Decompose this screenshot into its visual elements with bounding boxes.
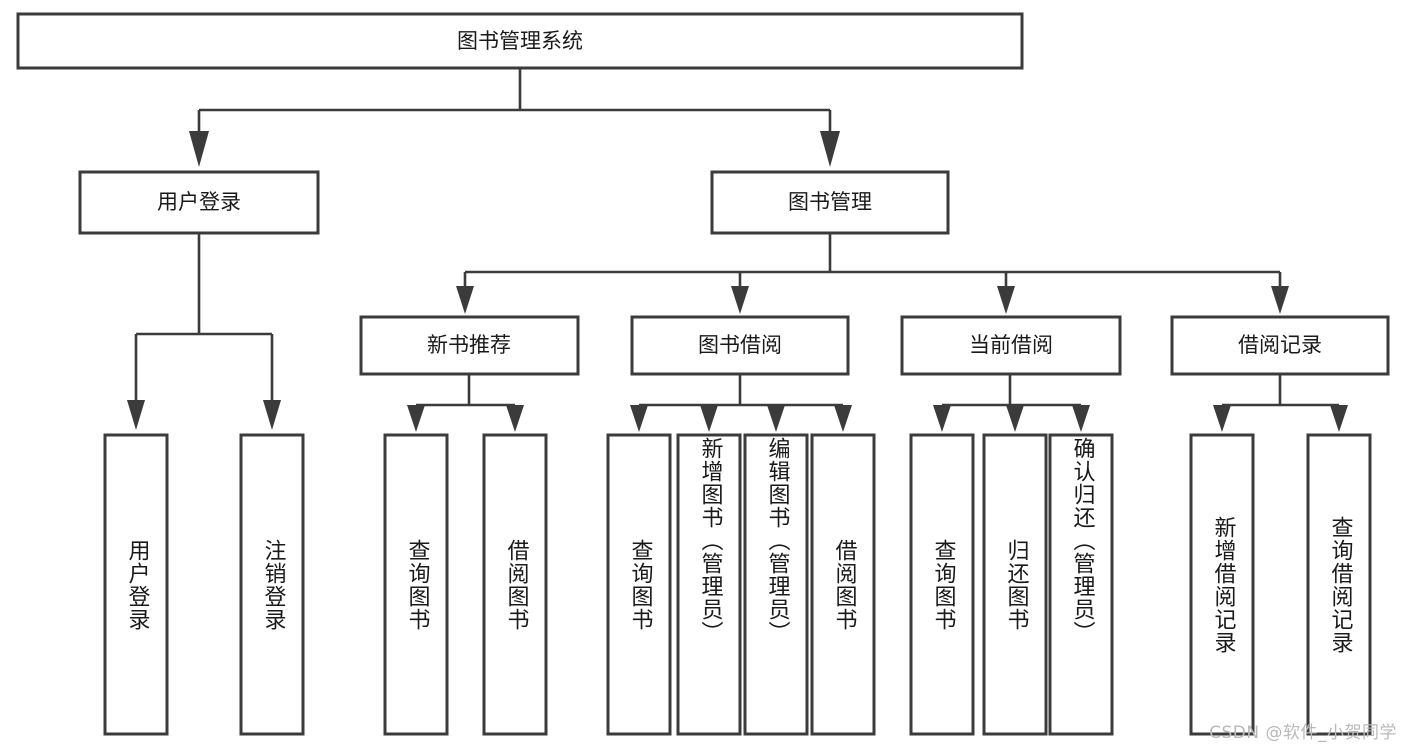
node-label-leaf-edit-book: 编辑图书（管理员） — [764, 437, 790, 644]
node-box-leaf-query-book-rec[interactable] — [383, 433, 449, 736]
node-box-book-mgmt[interactable] — [710, 170, 950, 235]
connector-group-user-login — [127, 233, 281, 430]
node-box-leaf-logout[interactable] — [239, 433, 305, 736]
leaf-label-wrap-add-record: 新增借阅记录 — [1191, 435, 1253, 734]
arrow-head-icon — [506, 405, 524, 432]
node-label-leaf-query-record: 查询借阅记录 — [1327, 515, 1353, 654]
node-root[interactable]: 图书管理系统 — [16, 12, 1024, 70]
leaf-label-wrap-confirm-return: 确认归还（管理员） — [1050, 437, 1112, 732]
arrow-head-icon — [1006, 405, 1024, 432]
connector-group-borrow-record — [1213, 374, 1348, 432]
node-box-leaf-add-book[interactable] — [676, 433, 742, 736]
arrow-head-icon — [933, 405, 951, 432]
node-label-leaf-confirm-return: 确认归还（管理员） — [1069, 437, 1095, 644]
node-level2-new-book[interactable]: 新书推荐 — [359, 315, 580, 376]
leaf-label-wrap-add-book: 新增图书（管理员） — [678, 437, 740, 732]
arrow-head-icon — [630, 405, 648, 432]
node-label-book-mgmt: 图书管理 — [788, 190, 872, 214]
arrow-head-icon — [1213, 405, 1231, 432]
connector-group-root — [189, 68, 840, 167]
node-box-borrow-record[interactable] — [1170, 315, 1390, 376]
node-box-user-login[interactable] — [78, 170, 320, 235]
node-label-leaf-return-book: 归还图书 — [1003, 538, 1029, 631]
node-level1-book-mgmt[interactable]: 图书管理 — [710, 170, 950, 235]
node-label-leaf-user-login: 用户登录 — [124, 538, 150, 631]
leaf-label-wrap-borrow-book-rec: 借阅图书 — [484, 435, 546, 734]
node-box-leaf-add-record[interactable] — [1189, 433, 1255, 736]
arrow-head-icon — [997, 286, 1015, 314]
leaf-label-wrap-query-record: 查询借阅记录 — [1308, 435, 1370, 734]
node-box-current-borrow[interactable] — [900, 315, 1122, 376]
leaf-label-wrap-logout: 注销登录 — [241, 435, 303, 734]
node-box-leaf-query-record[interactable] — [1306, 433, 1372, 736]
connector-group-current-borrow — [933, 374, 1090, 432]
leaf-label-wrap-edit-book: 编辑图书（管理员） — [745, 437, 807, 732]
node-box-leaf-edit-book[interactable] — [743, 433, 809, 736]
arrow-head-icon — [700, 405, 718, 432]
node-label-borrow-record: 借阅记录 — [1238, 333, 1322, 357]
node-label-leaf-add-book: 新增图书（管理员） — [697, 437, 723, 644]
arrow-head-icon — [189, 131, 209, 167]
leaf-label-wrap-query-book-borrow: 查询图书 — [608, 435, 670, 734]
node-box-leaf-borrow-book[interactable] — [810, 433, 876, 736]
node-box-leaf-confirm-return[interactable] — [1048, 433, 1114, 736]
node-label-leaf-borrow-book: 借阅图书 — [831, 538, 857, 631]
node-box-root[interactable] — [16, 12, 1024, 70]
arrow-head-icon — [767, 405, 785, 432]
arrow-head-icon — [127, 400, 145, 430]
node-label-leaf-borrow-book-rec: 借阅图书 — [503, 538, 529, 631]
node-label-leaf-add-record: 新增借阅记录 — [1210, 515, 1236, 654]
node-label-current-borrow: 当前借阅 — [969, 333, 1053, 357]
arrow-head-icon — [1330, 405, 1348, 432]
node-level2-book-borrow[interactable]: 图书借阅 — [630, 315, 850, 376]
arrow-head-icon — [820, 131, 840, 167]
node-label-leaf-query-book-borrow: 查询图书 — [627, 538, 653, 631]
node-label-new-book: 新书推荐 — [427, 333, 511, 357]
arrow-head-icon — [1271, 286, 1289, 314]
arrow-head-icon — [263, 400, 281, 430]
csdn-watermark: CSDN @软件_小贺同学 — [1209, 723, 1397, 743]
node-box-leaf-return-book[interactable] — [982, 433, 1048, 736]
node-label-leaf-query-book-rec: 查询图书 — [404, 538, 430, 631]
leaf-label-wrap-query-book-current: 查询图书 — [911, 435, 973, 734]
connector-group-book-borrow — [630, 374, 852, 432]
node-box-leaf-user-login[interactable] — [103, 433, 169, 736]
leaf-label-wrap-user-login: 用户登录 — [105, 435, 167, 734]
leaf-label-wrap-return-book: 归还图书 — [984, 435, 1046, 734]
arrow-head-icon — [407, 405, 425, 432]
node-box-new-book[interactable] — [359, 315, 580, 376]
node-box-leaf-query-book-borrow[interactable] — [606, 433, 672, 736]
node-level2-current-borrow[interactable]: 当前借阅 — [900, 315, 1122, 376]
node-level1-user-login[interactable]: 用户登录 — [78, 170, 320, 235]
arrow-head-icon — [834, 405, 852, 432]
arrow-head-icon — [1072, 405, 1090, 432]
node-label-user-login: 用户登录 — [157, 190, 241, 214]
node-box-leaf-query-book-current[interactable] — [909, 433, 975, 736]
node-box-leaf-borrow-book-rec[interactable] — [482, 433, 548, 736]
arrow-head-icon — [731, 286, 749, 314]
node-label-root: 图书管理系统 — [457, 29, 583, 53]
node-label-leaf-query-book-current: 查询图书 — [930, 538, 956, 631]
leaf-label-wrap-query-book-rec: 查询图书 — [385, 435, 447, 734]
node-box-book-borrow[interactable] — [630, 315, 850, 376]
node-level2-borrow-record[interactable]: 借阅记录 — [1170, 315, 1390, 376]
connector-group-new-book — [407, 374, 524, 432]
node-label-book-borrow: 图书借阅 — [698, 333, 782, 357]
arrow-head-icon — [456, 286, 474, 314]
leaf-label-wrap-borrow-book: 借阅图书 — [812, 435, 874, 734]
connector-group-book-mgmt — [456, 233, 1289, 314]
node-label-leaf-logout: 注销登录 — [260, 538, 286, 631]
